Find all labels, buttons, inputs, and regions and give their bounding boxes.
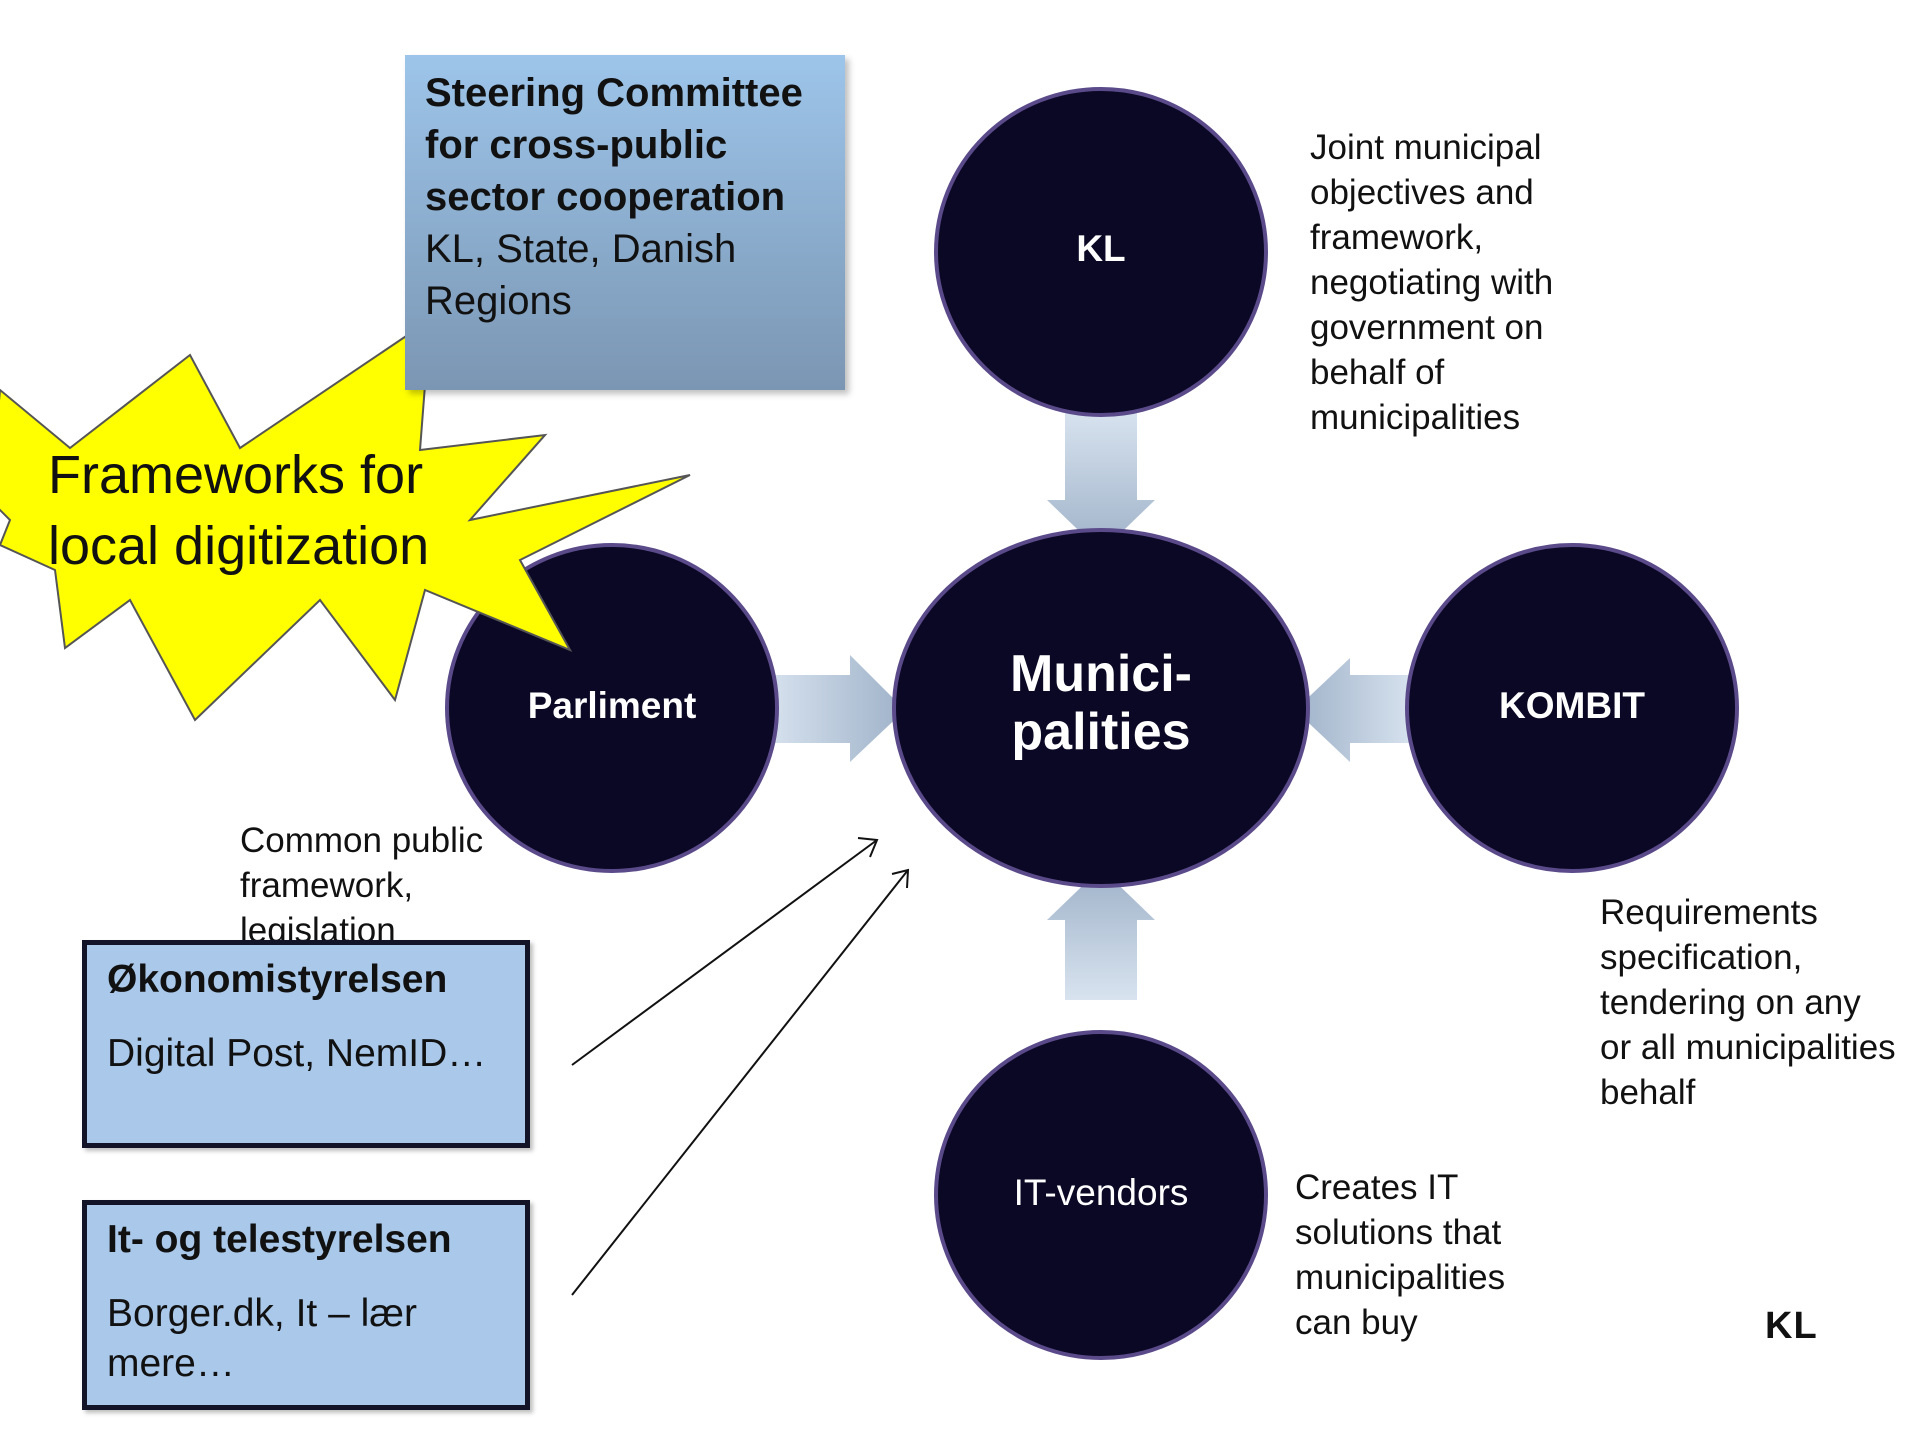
note-kl: Joint municipal objectives and framework… [1310, 128, 1554, 437]
arrow-line-it-telestyrelsen [571, 869, 909, 1296]
steering-committee-members: KL, State, Danish Regions [425, 227, 737, 323]
arrow-line-okonomistyrelsen [571, 839, 878, 1066]
label-parliament: Parliment [527, 685, 697, 726]
arrowhead-okonomistyrelsen [857, 837, 879, 858]
circle-municipalities [892, 528, 1310, 888]
agency-title: Økonomistyrelsen [107, 958, 448, 1001]
agency-title: It- og telestyrelsen [107, 1218, 452, 1261]
arrow-from-it-vendors [1047, 868, 1155, 1000]
label-kombit: KOMBIT [1499, 685, 1645, 726]
burst-label: Frameworks for local digitization [48, 445, 430, 576]
agency-services: Digital Post, NemID… [107, 1032, 487, 1075]
agency-services: Borger.dk, It – lær mere… [107, 1292, 417, 1385]
arrow-from-kl [1047, 410, 1155, 552]
kl-logo-text: KL [1765, 1305, 1818, 1347]
label-municipalities: Munici-palities [1010, 645, 1192, 761]
circle-it-vendors [934, 1030, 1268, 1360]
explosion-burst [0, 318, 691, 722]
note-it-vendors: Creates IT solutions that municipalities… [1295, 1168, 1506, 1342]
circle-kombit [1405, 543, 1739, 873]
note-parliament: Common public framework, legislation [240, 821, 484, 943]
steering-committee-box: Steering Committee for cross-public sect… [405, 55, 845, 390]
label-it-vendors: IT-vendors [1013, 1172, 1189, 1213]
agency-box-okonomistyrelsen: Økonomistyrelsen Digital Post, NemID… [82, 940, 530, 1148]
agency-box-it-telestyrelsen: It- og telestyrelsen Borger.dk, It – lær… [82, 1200, 530, 1410]
kl-logo: KL [1765, 1305, 1818, 1348]
arrow-from-kombit [1295, 658, 1415, 762]
circle-kl [934, 87, 1268, 417]
arrowhead-it-telestyrelsen [891, 868, 910, 889]
steering-committee-title: Steering Committee for cross-public sect… [425, 71, 803, 219]
arrow-from-parliament [765, 655, 905, 762]
label-kl: KL [1076, 228, 1126, 269]
note-kombit: Requirements specification, tendering on… [1600, 893, 1896, 1112]
